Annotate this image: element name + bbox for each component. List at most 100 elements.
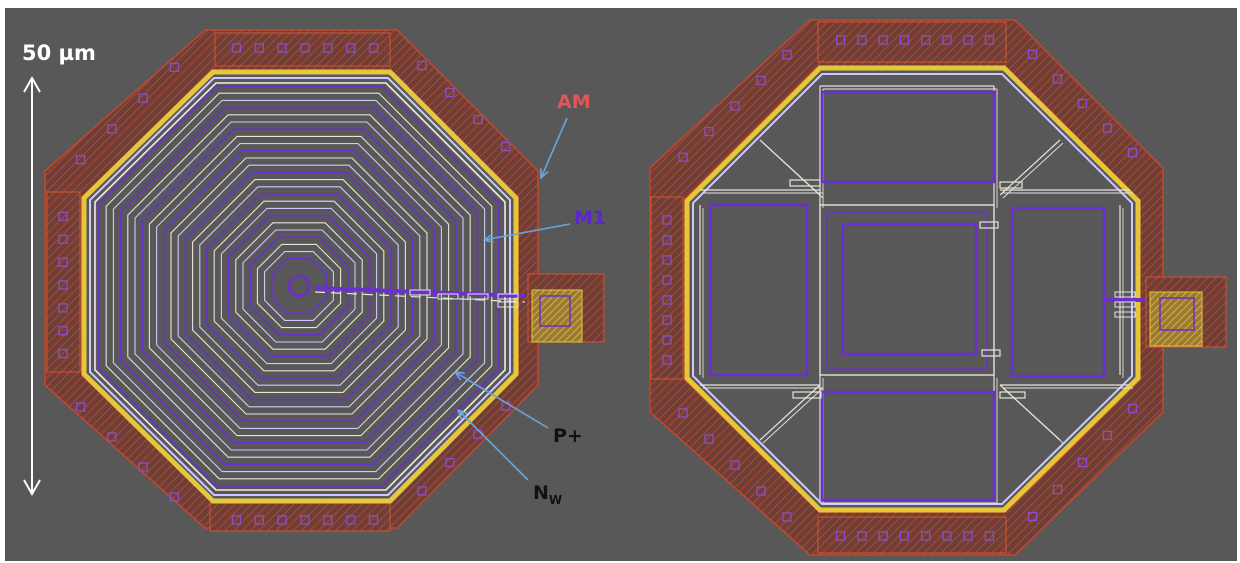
spiral-turn [192,179,406,393]
contact-square [300,515,310,525]
contact-square [58,303,68,313]
contact-square [300,43,310,53]
spiral-turn [148,135,450,437]
contact-square [704,434,714,444]
left-am-top-pad [214,32,391,67]
contact-square [277,515,287,525]
contact-square [417,60,427,71]
spiral-turn [264,251,334,321]
contact-square [984,531,995,541]
contact-square [1077,457,1088,468]
contact-square [368,515,379,525]
spiral-turn [98,85,500,487]
contact-square [857,35,867,45]
contact-square [662,295,672,305]
spiral-turn [134,121,464,451]
left-nwell-band [81,69,519,504]
spiral-turn [177,164,421,408]
contact-square [878,531,888,541]
rail-line [762,387,824,444]
contact-square [662,235,672,245]
contact-square [942,35,952,45]
left-underpass [314,286,526,308]
spiral-turn [235,222,363,350]
contact-square [878,35,888,45]
contact-square [1077,98,1088,109]
spiral-turn [105,92,493,480]
contact-square [756,486,766,496]
label-nw-subscript: W [549,493,562,507]
contact-square [58,211,68,222]
spiral-turn [213,200,385,372]
left-spiral-inductor [44,29,605,532]
contact-square [1027,511,1038,522]
rail-line [999,139,1061,196]
spiral-turn [256,243,342,329]
right-p-plus-ring [692,73,1133,505]
rail-line [1002,387,1064,444]
contact-square [169,62,180,73]
left-outer-white-ring [94,82,506,491]
contact-square [473,114,483,125]
contact-square [920,531,931,541]
label-nw: NW [533,482,562,507]
spiral-turn [220,207,378,365]
contact-square [75,402,86,412]
right-inner-rail-2 [826,211,988,369]
contact-square [58,280,68,290]
contact-square [58,234,68,244]
contact-square [899,35,910,45]
contact-square [1127,148,1138,158]
contact-square [782,512,792,522]
contact-square [346,515,356,525]
left-output-pad [527,273,605,343]
arrow-nw [458,410,529,481]
contact-square [920,35,931,45]
contact-square [730,460,740,470]
right-m1-blocks [708,90,1106,502]
contact-square [138,462,148,472]
rail-line [1002,142,1064,199]
contact-square [445,87,455,98]
right-am-left-pad [650,196,684,380]
contact-square [899,531,910,541]
contact-square [1102,123,1113,133]
spiral-turn [163,150,435,422]
contact-square [730,101,740,111]
spiral-turn [227,214,371,358]
right-am-top-pad [817,21,1007,63]
left-p-plus-ring [89,77,511,496]
right-contact-squares [662,35,1138,541]
right-feed [1104,291,1148,318]
contact-square [756,75,766,86]
contact-square [1027,49,1038,59]
contact-square [417,486,427,496]
contact-square [107,124,117,134]
contact-square [662,275,672,285]
rail-line [762,142,824,199]
spiral-turn [170,157,428,415]
contact-square [169,492,180,502]
spiral-turn [184,171,414,401]
right-output-pad [1145,276,1227,348]
contact-square [254,43,264,53]
label-m1: M1 [574,207,606,229]
layout-background [5,8,1237,561]
contact-square [107,432,117,442]
spiral-turn [242,229,356,343]
arrow-am [541,117,568,178]
contact-square [445,457,455,468]
contact-square [782,50,792,60]
contact-square [58,326,68,336]
contact-square [75,154,86,165]
contact-square [678,408,688,418]
right-patterned-inductor [649,19,1227,556]
spiral-turn [249,236,349,336]
contact-square [138,93,148,103]
contact-square [1102,430,1113,441]
contact-square [704,126,714,137]
scale-bar [23,75,41,497]
contact-square [277,43,287,53]
right-inner-rail [819,204,995,376]
left-am-left-pad [46,191,81,373]
